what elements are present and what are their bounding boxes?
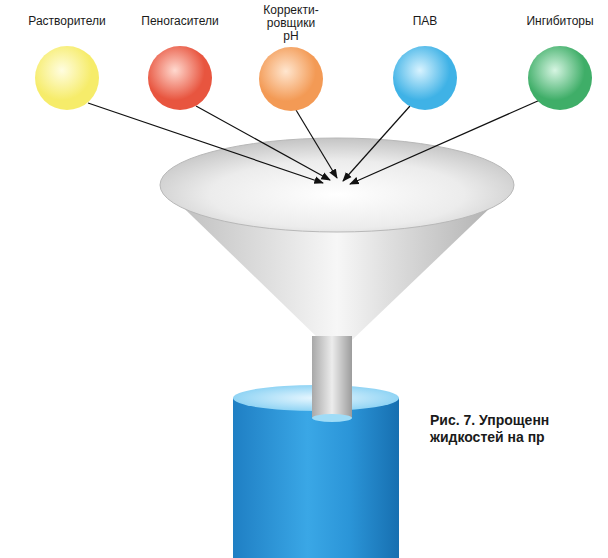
color-sphere xyxy=(393,46,457,110)
ingredient-label: Ингибиторы xyxy=(526,15,593,28)
ingredient-label: ПАВ xyxy=(413,15,438,28)
ingredient-label: Корректи- ровщики pH xyxy=(258,4,324,43)
figure-caption: Рис. 7. Упрощенн жидкостей на пр xyxy=(430,412,580,446)
ingredient-circle: Пеногасители xyxy=(141,15,218,110)
color-sphere xyxy=(259,47,323,111)
color-sphere xyxy=(528,46,592,110)
color-sphere xyxy=(148,46,212,110)
ingredient-circle: Растворители xyxy=(28,15,105,110)
ingredient-circle: ПАВ xyxy=(393,15,457,110)
color-sphere xyxy=(35,46,99,110)
ingredient-label: Растворители xyxy=(28,15,105,28)
ingredient-label: Пеногасители xyxy=(141,15,218,28)
ingredient-circle: Ингибиторы xyxy=(526,15,593,110)
ingredient-circle: Корректи- ровщики pH xyxy=(258,4,324,111)
